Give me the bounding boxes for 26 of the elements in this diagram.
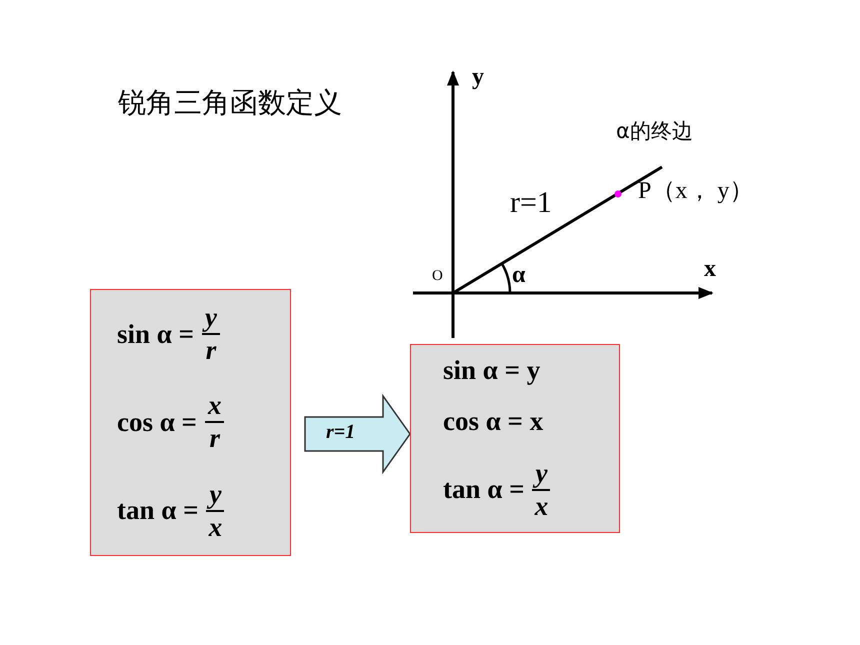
denominator: r [206, 335, 216, 366]
annotation: α的终边 [616, 118, 693, 145]
block-arrow [304, 394, 411, 474]
edge-label: r=1 [326, 421, 356, 444]
angle-label: α [512, 262, 526, 289]
numerator: y [532, 458, 550, 491]
point-label: P（x， y） [638, 177, 754, 206]
title: 锐角三角函数定义 [118, 85, 342, 121]
numerator: x [204, 390, 224, 424]
formula-text: cos α = x [443, 406, 544, 438]
axis-label: x [704, 256, 716, 283]
formula-text: tan α = [117, 495, 198, 526]
denominator: x [208, 512, 222, 543]
denominator: x [534, 490, 548, 522]
axis-label: y [472, 64, 484, 91]
segment-label: r=1 [510, 186, 552, 220]
numerator: y [206, 478, 224, 512]
numerator: y [202, 302, 220, 336]
denominator: r [209, 423, 220, 455]
origin-label: O [432, 268, 443, 285]
formula-box [410, 344, 620, 533]
formula-text: tan α = [443, 474, 524, 506]
formula-text: sin α = [117, 318, 194, 350]
formula-box [90, 289, 291, 556]
formula-text: sin α = y [443, 355, 540, 386]
formula-text: cos α = [117, 406, 197, 438]
